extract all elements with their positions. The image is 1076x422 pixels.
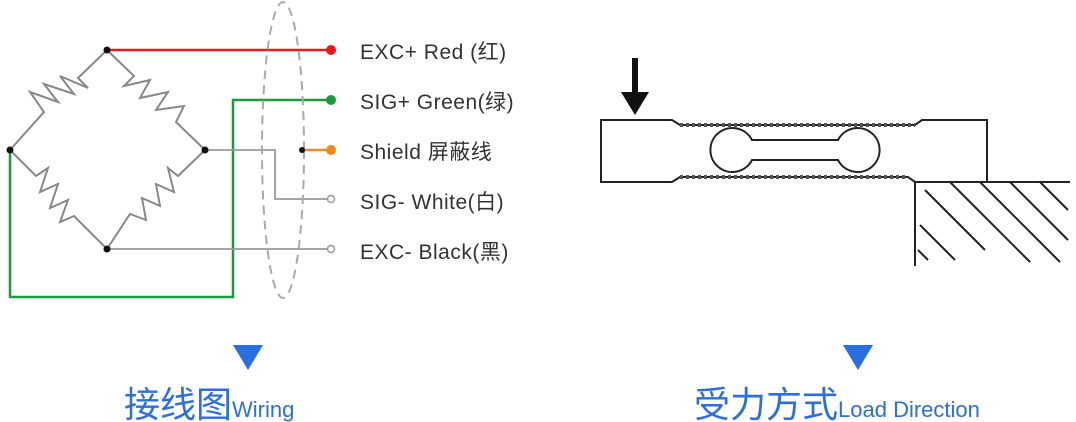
load-caption-cn: 受力方式 bbox=[694, 385, 839, 422]
wire-sig-plus bbox=[8, 98, 331, 299]
terminal-orange bbox=[326, 145, 336, 155]
resistor-top-right bbox=[106, 49, 206, 151]
wiring-caption-cn: 接线图 bbox=[124, 385, 233, 422]
resistor-bottom-left bbox=[9, 149, 108, 250]
load-cell-beam bbox=[600, 119, 988, 183]
load-caption: 受力方式Load Direction bbox=[694, 376, 980, 422]
terminal-green bbox=[326, 95, 336, 105]
wire-sig-minus bbox=[205, 149, 331, 200]
terminal-white bbox=[326, 194, 336, 204]
node-right bbox=[201, 146, 209, 154]
node-bottom bbox=[103, 245, 111, 253]
wire-label-sig-plus: SIG+ Green(绿) bbox=[360, 91, 515, 114]
wire-label-shield: Shield 屏蔽线 bbox=[360, 141, 493, 164]
resistor-top-left bbox=[9, 49, 108, 151]
triangle-down-icon bbox=[233, 345, 263, 370]
node-left bbox=[6, 146, 14, 154]
terminal-black bbox=[326, 244, 336, 254]
wiring-caption: 接线图Wiring bbox=[124, 376, 294, 422]
load-caption-en: Load Direction bbox=[838, 397, 980, 422]
ground-support bbox=[914, 181, 1070, 266]
wheatstone-bridge bbox=[9, 49, 206, 250]
node-top bbox=[103, 46, 111, 54]
wire-label-exc-plus: EXC+ Red (红) bbox=[360, 41, 507, 64]
wire-label-sig-minus: SIG- White(白) bbox=[360, 191, 505, 214]
triangle-down-icon bbox=[843, 345, 873, 370]
terminal-red bbox=[326, 45, 336, 55]
wire-label-exc-minus: EXC- Black(黑) bbox=[360, 241, 509, 264]
node-shield bbox=[299, 147, 305, 153]
load-arrow-icon bbox=[621, 58, 649, 115]
resistor-bottom-right bbox=[106, 149, 206, 250]
load-cell-hole bbox=[709, 127, 881, 173]
wiring-caption-en: Wiring bbox=[232, 397, 295, 422]
